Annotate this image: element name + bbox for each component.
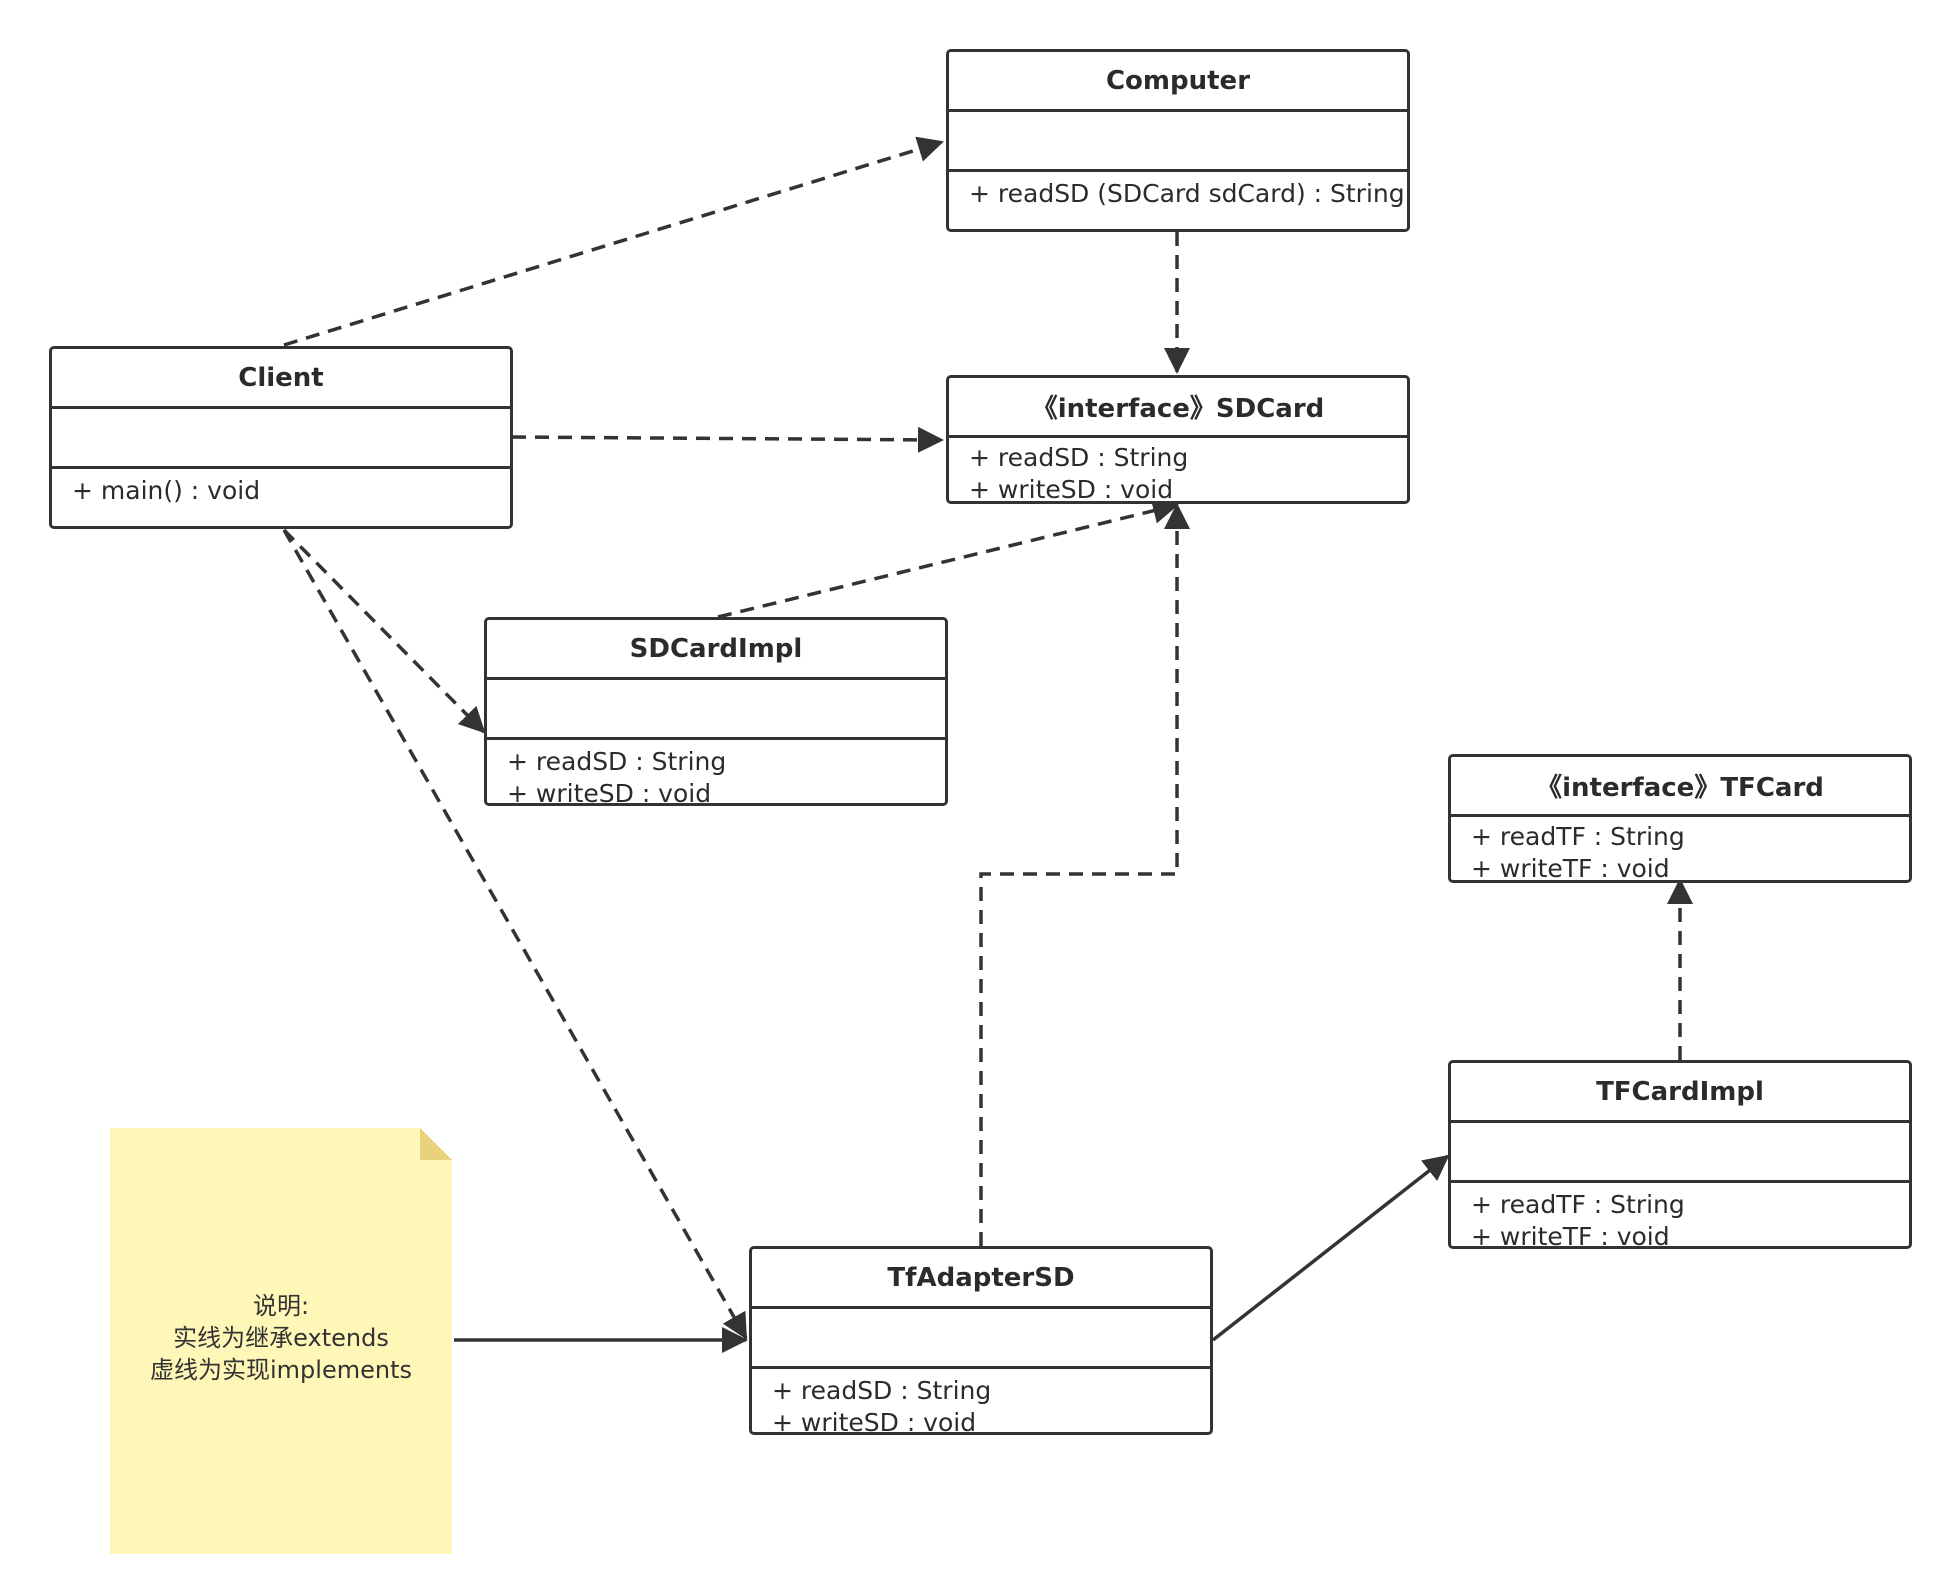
edge-sdcardimpl-sdcard	[717, 498, 1179, 619]
interface-sdcard[interactable]: 《interface》SDCard + readSD : String + wr…	[946, 375, 1410, 504]
note-text: 说明: 实线为继承extends 虚线为实现implements	[110, 1290, 452, 1386]
class-fields	[949, 112, 1407, 172]
class-client[interactable]: Client + main() : void	[49, 346, 513, 529]
class-tfadaptersd[interactable]: TfAdapterSD + readSD : String + writeSD …	[749, 1246, 1213, 1435]
class-tfcardimpl[interactable]: TFCardImpl + readTF : String + writeTF :…	[1448, 1060, 1912, 1249]
edge-client-computer	[283, 136, 944, 347]
sticky-note[interactable]	[110, 1128, 452, 1554]
note-line: 说明:	[252, 1292, 310, 1320]
class-methods: + main() : void	[52, 469, 510, 507]
class-methods: + readSD : String + writeSD : void	[949, 438, 1407, 504]
class-name: 《interface》SDCard	[949, 378, 1407, 438]
note-line: 实线为继承extends	[173, 1324, 389, 1352]
method: + readTF : String	[1471, 1190, 1685, 1219]
class-methods: + readTF : String + writeTF : void	[1451, 1183, 1909, 1249]
edge-tfadapter-sdcard	[979, 503, 1190, 1246]
class-name: SDCardImpl	[487, 620, 945, 680]
class-methods: + readSD : String + writeSD : void	[487, 740, 945, 806]
edge-client-sdcard	[511, 426, 944, 453]
class-fields	[752, 1309, 1210, 1369]
note-line: 虚线为实现implements	[150, 1356, 412, 1384]
method: + writeSD : void	[772, 1408, 977, 1435]
class-name: Computer	[949, 52, 1407, 112]
class-name: Client	[52, 349, 510, 409]
class-fields	[52, 409, 510, 469]
method: + writeTF : void	[1471, 854, 1670, 883]
method: + readSD : String	[772, 1376, 992, 1405]
method: + readTF : String	[1471, 822, 1685, 851]
class-methods: + readSD : String + writeSD : void	[752, 1369, 1210, 1435]
class-methods: + readSD (SDCard sdCard) : String	[949, 172, 1407, 210]
class-name: TFCardImpl	[1451, 1063, 1909, 1123]
interface-tfcard[interactable]: 《interface》TFCard + readTF : String + wr…	[1448, 754, 1912, 883]
class-computer[interactable]: Computer + readSD (SDCard sdCard) : Stri…	[946, 49, 1410, 232]
class-fields	[1451, 1123, 1909, 1183]
method: + writeSD : void	[969, 475, 1174, 504]
edge-client-sdcardimpl	[282, 528, 486, 734]
edge-client-tfadapter	[282, 529, 748, 1340]
method: + writeTF : void	[1471, 1222, 1670, 1249]
method: + readSD : String	[969, 443, 1189, 472]
class-sdcardimpl[interactable]: SDCardImpl + readSD : String + writeSD :…	[484, 617, 948, 806]
class-methods: + readTF : String + writeTF : void	[1451, 817, 1909, 883]
method: + readSD : String	[507, 747, 727, 776]
class-name: 《interface》TFCard	[1451, 757, 1909, 817]
edge-tfadapter-tfcardimpl	[1211, 1154, 1450, 1342]
method: + main() : void	[72, 476, 261, 505]
class-name: TfAdapterSD	[752, 1249, 1210, 1309]
method: + readSD (SDCard sdCard) : String	[969, 179, 1405, 208]
class-fields	[487, 680, 945, 740]
method: + writeSD : void	[507, 779, 712, 806]
